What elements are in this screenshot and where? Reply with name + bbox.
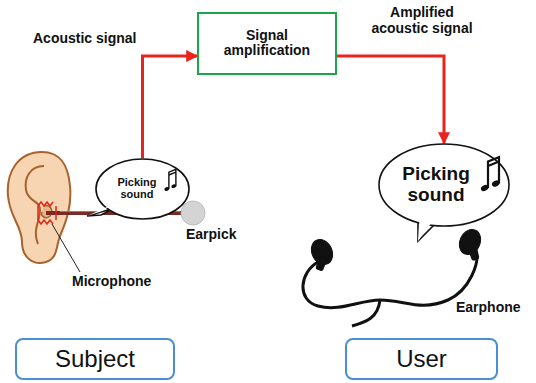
ear-inner [26,166,44,244]
speech-bubble: Picking sound [95,158,190,220]
name-box: Subject [15,338,175,380]
signal-arrow [337,56,444,143]
node-text: User [396,346,447,372]
node-text: Picking sound [395,164,477,206]
node-text: Picking sound [112,176,162,200]
earpick-bulb [181,201,205,225]
signal-arrow [143,56,198,158]
node-text: Signal amplification [207,28,327,59]
name-box: User [345,338,498,380]
label: Acoustic signal [33,30,183,46]
node-text: Subject [55,346,135,372]
label: Earphone [456,299,532,315]
music-note [480,157,501,192]
label: Amplified acoustic signal [360,4,484,36]
label: Earpick [186,226,266,242]
process-box: Signal amplification [197,12,337,75]
speech-bubble: Picking sound [378,143,510,227]
label: Microphone [72,273,182,289]
music-note [164,169,177,191]
ear [8,152,71,263]
microphone-leader [52,224,80,272]
microphone [38,202,56,224]
